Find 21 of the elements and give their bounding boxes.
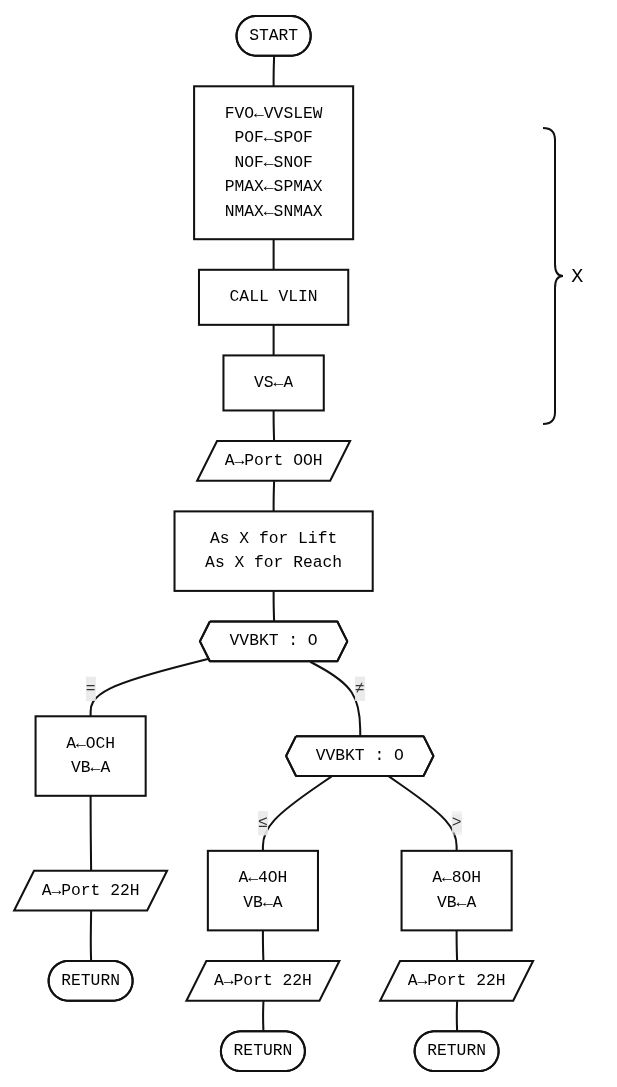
connector	[261, 775, 333, 851]
node-box: A←OCH VB←A	[34, 715, 147, 797]
connector	[262, 1001, 265, 1032]
connector	[272, 239, 275, 270]
connector	[272, 410, 276, 442]
connector	[272, 56, 276, 87]
connector	[388, 775, 458, 851]
group-label: X	[571, 264, 584, 288]
connector	[455, 1001, 459, 1032]
node-box: As X for Lift As X for Reach	[173, 510, 374, 592]
connector	[272, 324, 275, 356]
node-box: FVO←VVSLEW POF←SPOF NOF←SNOF PMAX←SPMAX NMAX←SNMAX	[193, 85, 355, 241]
edge-label: >	[451, 814, 462, 833]
node-box: VS←A	[222, 354, 325, 412]
connector	[272, 481, 276, 512]
node-box: CALL VLIN	[197, 268, 350, 326]
edge-label: ≠	[354, 679, 365, 698]
node-box: A←4OH VB←A	[206, 849, 319, 932]
node-box: A←8OH VB←A	[400, 849, 513, 932]
edge-label: =	[85, 679, 96, 698]
edge-label: ≤	[258, 814, 268, 833]
